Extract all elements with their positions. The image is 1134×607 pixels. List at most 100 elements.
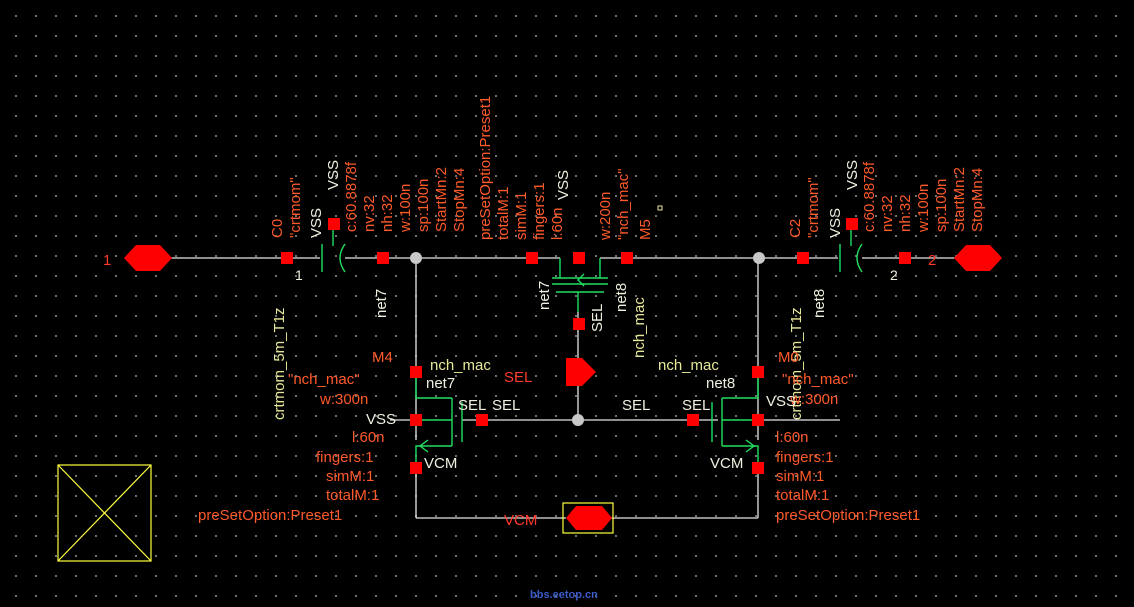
c0-param-w: w:100n — [397, 184, 414, 233]
m4-term-d[interactable] — [410, 366, 422, 378]
wires — [170, 257, 960, 519]
m5-term-b[interactable] — [573, 252, 585, 264]
c2-param-w: w:100n — [915, 184, 932, 233]
pin-vcm-selection-box — [562, 502, 614, 534]
pin-sel-shape[interactable] — [566, 358, 596, 386]
c2-term-bulk[interactable] — [846, 218, 858, 230]
m0-drain-label: net8 — [706, 375, 735, 392]
c0-cell-label: "crtmom" — [287, 177, 304, 238]
c2-param-nv: nv:32 — [879, 195, 896, 232]
cap-c0[interactable]: 1 C0 "crtmom" VSS VSS crtmom_5m_T1z — [269, 160, 389, 420]
c0-param-c: c:60.8878f — [343, 161, 360, 232]
m5-gate-label: SEL — [589, 304, 606, 332]
m4-term-s[interactable] — [410, 462, 422, 474]
m4-term-b[interactable] — [410, 414, 422, 426]
pin-1-label: 1 — [103, 252, 111, 269]
m4-param-fingers: fingers:1 — [316, 449, 374, 466]
pin-1[interactable]: 1 — [103, 245, 172, 271]
m0-width-label: w:300n — [789, 391, 838, 408]
c2-cell-label: "crtmom" — [805, 177, 822, 238]
net8-top-label: net8 — [811, 289, 828, 318]
c0-term-minus[interactable] — [377, 252, 389, 264]
m4-param-totalm: totalM:1 — [326, 487, 379, 504]
m4-labels: M4 nch_mac "nch_mac" net7 w:300n VSS SEL… — [198, 349, 520, 524]
watermark-text: bbs.eetop.cn — [530, 589, 598, 601]
c0-bulk2-label: VSS — [325, 160, 342, 190]
m5-params: preSetOption:Preset1 totalM:1 simM:1 fin… — [477, 96, 654, 358]
c0-param-sp: sp:100n — [415, 179, 432, 232]
c2-term-minus[interactable] — [899, 252, 911, 264]
m0-inst-label: M0 — [778, 349, 799, 366]
pin-sel[interactable]: SEL — [504, 358, 596, 386]
m4-term-g[interactable] — [476, 414, 488, 426]
m4-inst-label: M4 — [372, 349, 393, 366]
junction-sel — [572, 414, 584, 426]
c2-term-num: 2 — [890, 267, 898, 283]
m4-drain-label: net7 — [426, 375, 455, 392]
m5-bulk-label: VSS — [555, 170, 572, 200]
m4-param-l: l:60n — [352, 429, 385, 446]
m5-param-simm: simM:1 — [513, 192, 530, 240]
m5-param-totalm: totalM:1 — [495, 187, 512, 240]
m4-bulk-label: VSS — [366, 411, 396, 428]
m4-param-preset: preSetOption:Preset1 — [198, 507, 342, 524]
c0-term-plus[interactable] — [281, 252, 293, 264]
c0-params: c:60.8878f nv:32 nh:32 w:100n sp:100n St… — [343, 161, 468, 233]
m4-cell-label: "nch_mac" — [288, 371, 360, 388]
pin-vcm-shape[interactable] — [566, 506, 612, 530]
pin-2[interactable]: 2 — [928, 245, 1002, 271]
m0-cell-label: "nch_mac" — [782, 371, 854, 388]
pin-1-shape[interactable] — [124, 245, 172, 271]
m0-source-label: VCM — [710, 455, 743, 472]
c0-inst-label: C0 — [269, 219, 286, 238]
m5-param-fingers: fingers:1 — [531, 182, 548, 240]
m0-term-s[interactable] — [752, 462, 764, 474]
c0-bulk-label: VSS — [308, 208, 325, 238]
m0-term-g[interactable] — [687, 414, 699, 426]
c2-bulk2-label: VSS — [844, 160, 861, 190]
m5-net7-label: net7 — [536, 281, 553, 310]
c2-bulk-label: VSS — [827, 208, 844, 238]
m0-param-totalm: totalM:1 — [776, 487, 829, 504]
m5-term-d[interactable] — [526, 252, 538, 264]
sel-wire-label: SEL — [622, 397, 650, 414]
c2-term-plus[interactable] — [797, 252, 809, 264]
m0-model-label: nch_mac — [658, 357, 719, 374]
m5-term-g[interactable] — [573, 318, 585, 330]
m5-cell-label: "nch_mac" — [615, 168, 632, 240]
transistor-m5[interactable] — [526, 205, 663, 330]
m0-param-preset: preSetOption:Preset1 — [776, 507, 920, 524]
pin-2-shape[interactable] — [954, 245, 1002, 271]
cap-c2[interactable]: 2 C2 "crtmom" VSS VSS crtmom_5m_T1z — [787, 160, 911, 420]
c2-model-label: crtmom_5m_T1z — [788, 307, 805, 420]
placeholder-instance-box[interactable] — [57, 464, 152, 562]
m4-model-label: nch_mac — [430, 357, 491, 374]
m0-term-b[interactable] — [752, 414, 764, 426]
m5-inst-label: M5 — [637, 219, 654, 240]
m0-param-l: l:60n — [776, 429, 809, 446]
c2-param-c: c:60.8878f — [861, 161, 878, 232]
c0-model-label: crtmom_5m_T1z — [271, 307, 288, 420]
c0-param-stopmn: StopMn:4 — [451, 168, 468, 232]
c0-term-bulk[interactable] — [328, 218, 340, 230]
transistor-m4[interactable] — [410, 366, 488, 474]
m4-source-label: VCM — [424, 455, 457, 472]
m5-term-s[interactable] — [621, 252, 633, 264]
m5-param-w: w:200n — [597, 192, 614, 241]
svg-text:net7: net7 — [373, 289, 390, 318]
pin-vcm[interactable]: VCM — [504, 502, 614, 534]
c2-param-stopmn: StopMn:4 — [969, 168, 986, 232]
m5-param-preset: preSetOption:Preset1 — [477, 96, 494, 240]
net7-top-label: net7 — [373, 289, 390, 318]
c0-param-nv: nv:32 — [361, 195, 378, 232]
m0-term-d[interactable] — [752, 366, 764, 378]
m0-param-fingers: fingers:1 — [776, 449, 834, 466]
c2-inst-label: C2 — [787, 219, 804, 238]
c2-param-sp: sp:100n — [933, 179, 950, 232]
junction-net8 — [753, 252, 765, 264]
m0-param-simm: simM:1 — [776, 468, 824, 485]
m5-param-l: l:60n — [549, 207, 566, 240]
transistor-m0[interactable] — [687, 366, 764, 474]
